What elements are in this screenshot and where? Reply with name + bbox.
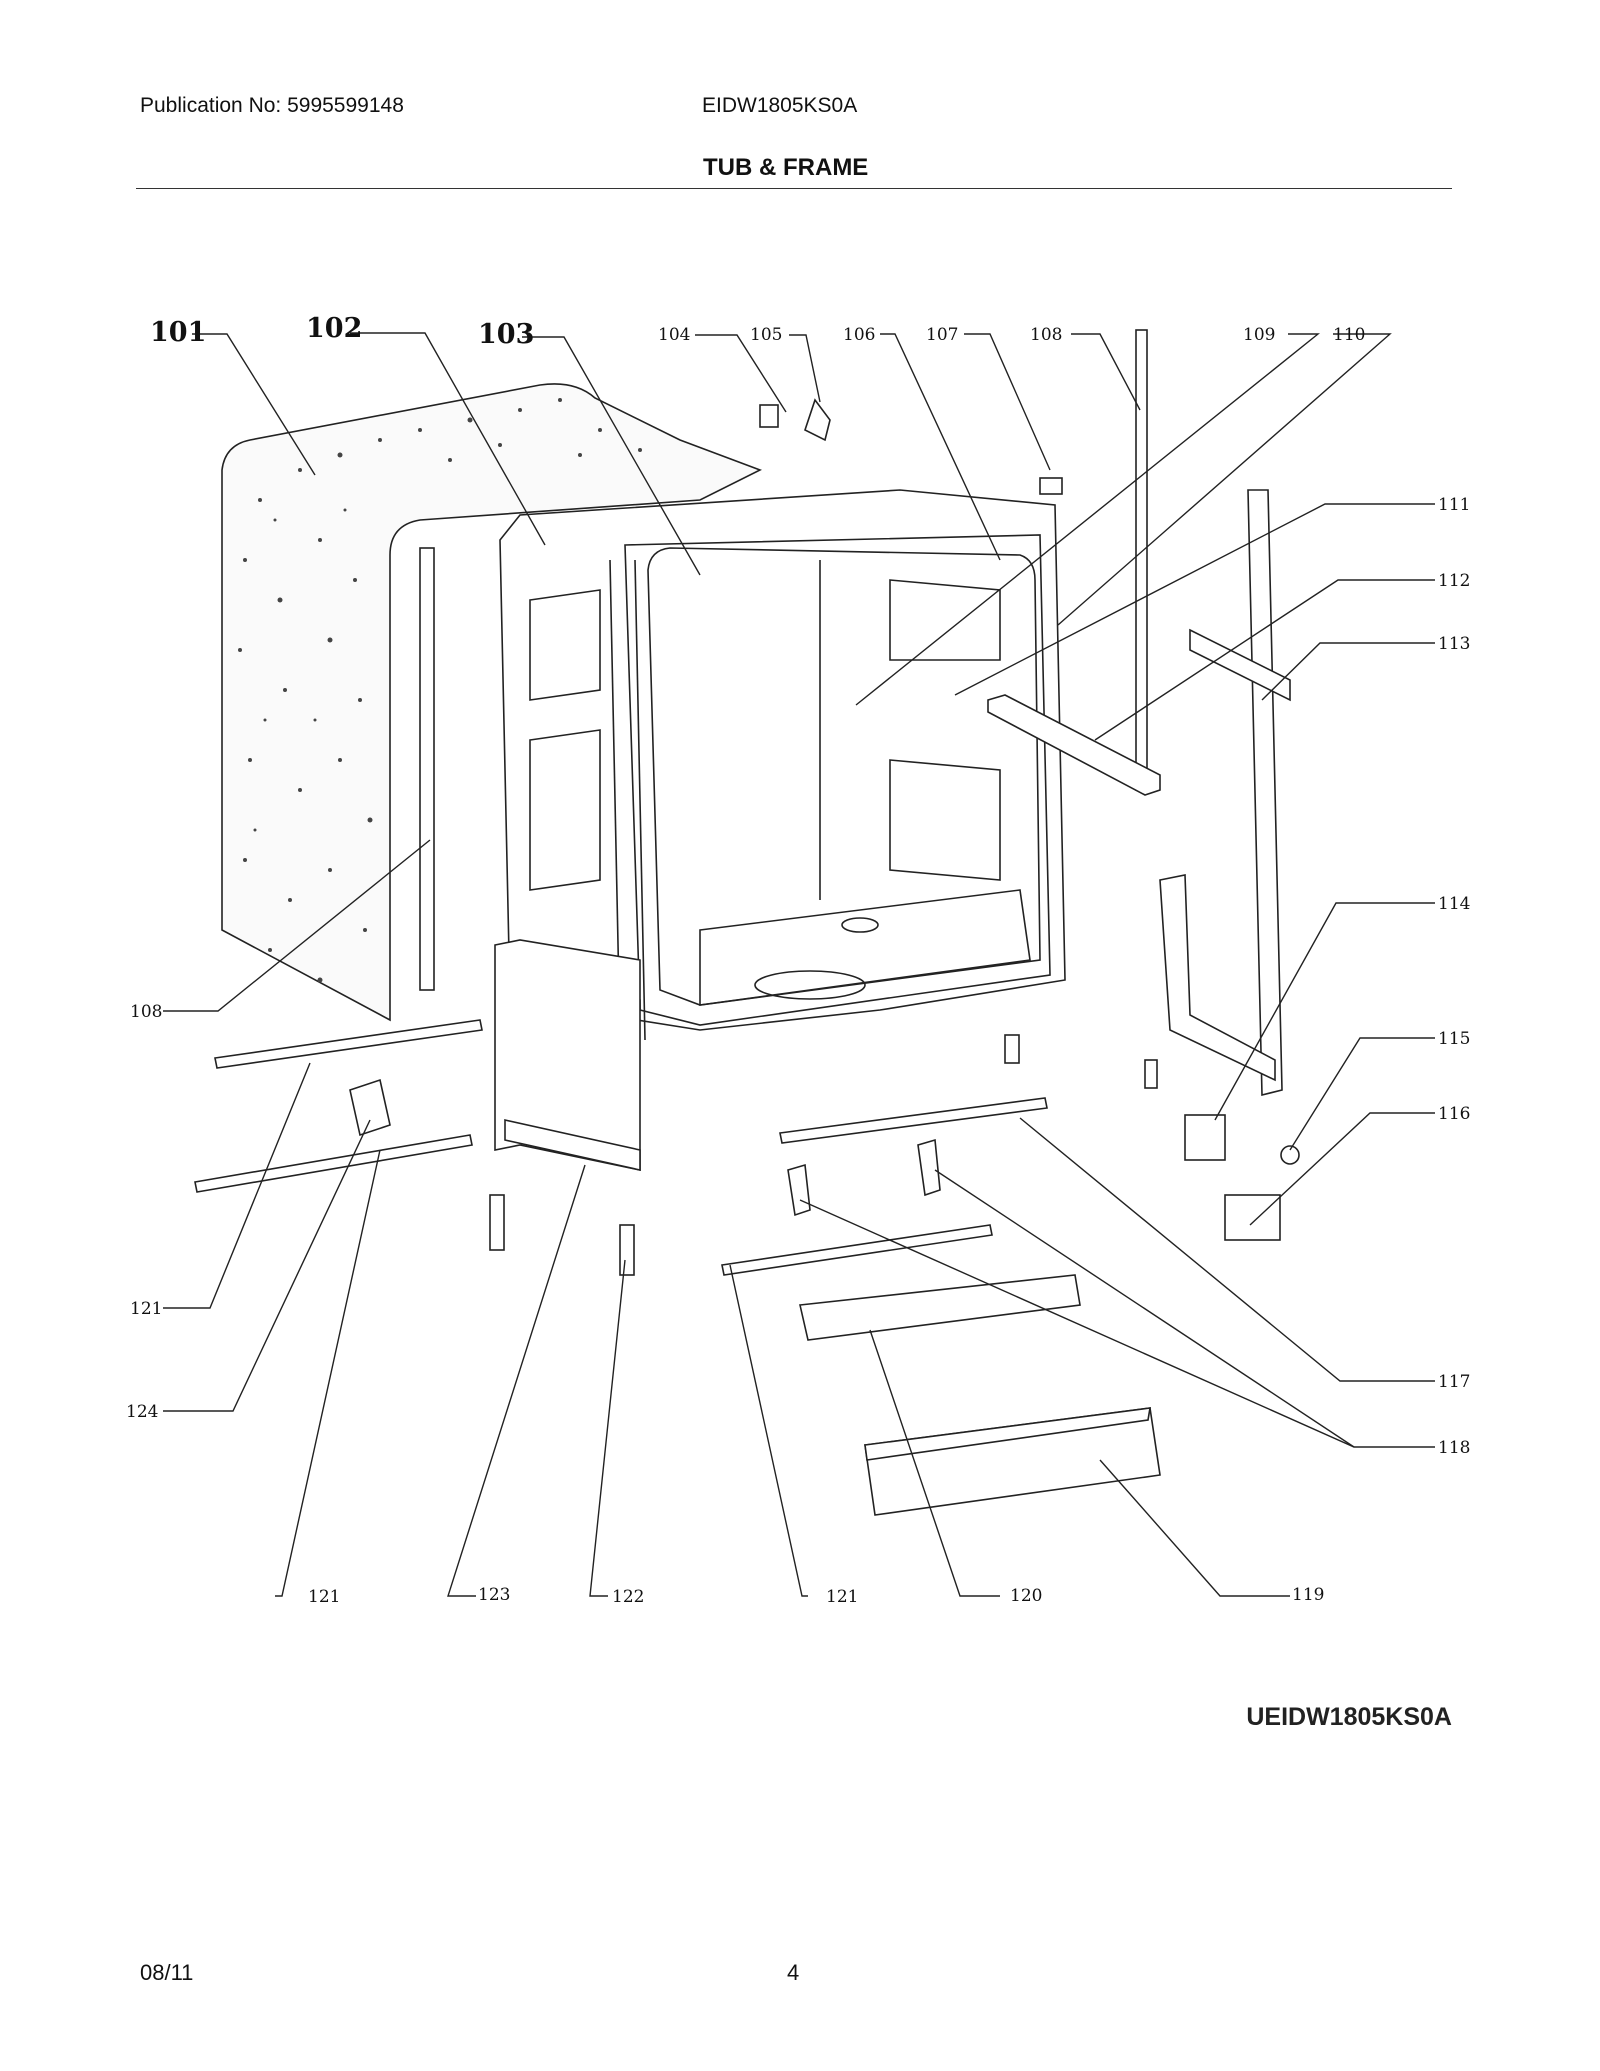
callout-115: 115 <box>1438 1029 1470 1049</box>
model-number: EIDW1805KS0A <box>702 94 858 117</box>
leader-lines <box>163 332 1435 1597</box>
callout-112: 112 <box>1438 571 1470 591</box>
callout-104: 104 <box>658 325 690 345</box>
rails <box>194 1019 1048 1276</box>
callout-114: 114 <box>1438 894 1470 914</box>
footer-date: 08/11 <box>140 1960 194 1985</box>
callout-106: 106 <box>843 325 875 345</box>
callout-121-a: 121 <box>130 1299 162 1319</box>
callout-123: 123 <box>478 1585 510 1605</box>
callout-122: 122 <box>612 1587 644 1607</box>
callout-121-b: 121 <box>308 1587 340 1607</box>
callout-117: 117 <box>1438 1372 1470 1392</box>
diagram-code: UEIDW1805KS0A <box>1246 1703 1452 1731</box>
callout-118: 118 <box>1438 1438 1470 1458</box>
toe-kick <box>799 1274 1161 1516</box>
vent-tube <box>1135 329 1148 791</box>
callout-108-top: 108 <box>1030 325 1062 345</box>
insulation-blanket <box>221 383 762 1022</box>
callout-120: 120 <box>1010 1586 1042 1606</box>
tub-assembly <box>499 489 1066 1041</box>
section-title: TUB & FRAME <box>703 154 869 181</box>
front-brace <box>494 939 641 1171</box>
callout-124: 124 <box>126 1402 158 1422</box>
small-parts <box>489 398 1300 1276</box>
callout-111: 111 <box>1438 495 1470 515</box>
callout-105: 105 <box>750 325 782 345</box>
callout-119: 119 <box>1292 1585 1324 1605</box>
brackets <box>787 1138 941 1217</box>
header-divider <box>136 188 1452 189</box>
callout-108-left: 108 <box>130 1002 162 1022</box>
callout-102: 102 <box>306 313 362 344</box>
callout-101: 101 <box>150 317 206 348</box>
callout-107: 107 <box>926 325 958 345</box>
callout-121-c: 121 <box>826 1587 858 1607</box>
publication-number: Publication No: 5995599148 <box>140 94 404 117</box>
side-frame <box>1159 489 1291 1097</box>
dishrack-rail <box>987 694 1161 796</box>
mount-plate <box>349 1078 391 1137</box>
callout-103: 103 <box>478 319 534 350</box>
callout-116: 116 <box>1438 1104 1470 1124</box>
page-number: 4 <box>787 1960 800 1985</box>
callout-110: 110 <box>1333 325 1365 345</box>
callout-113: 113 <box>1438 634 1470 654</box>
callout-109: 109 <box>1243 325 1275 345</box>
